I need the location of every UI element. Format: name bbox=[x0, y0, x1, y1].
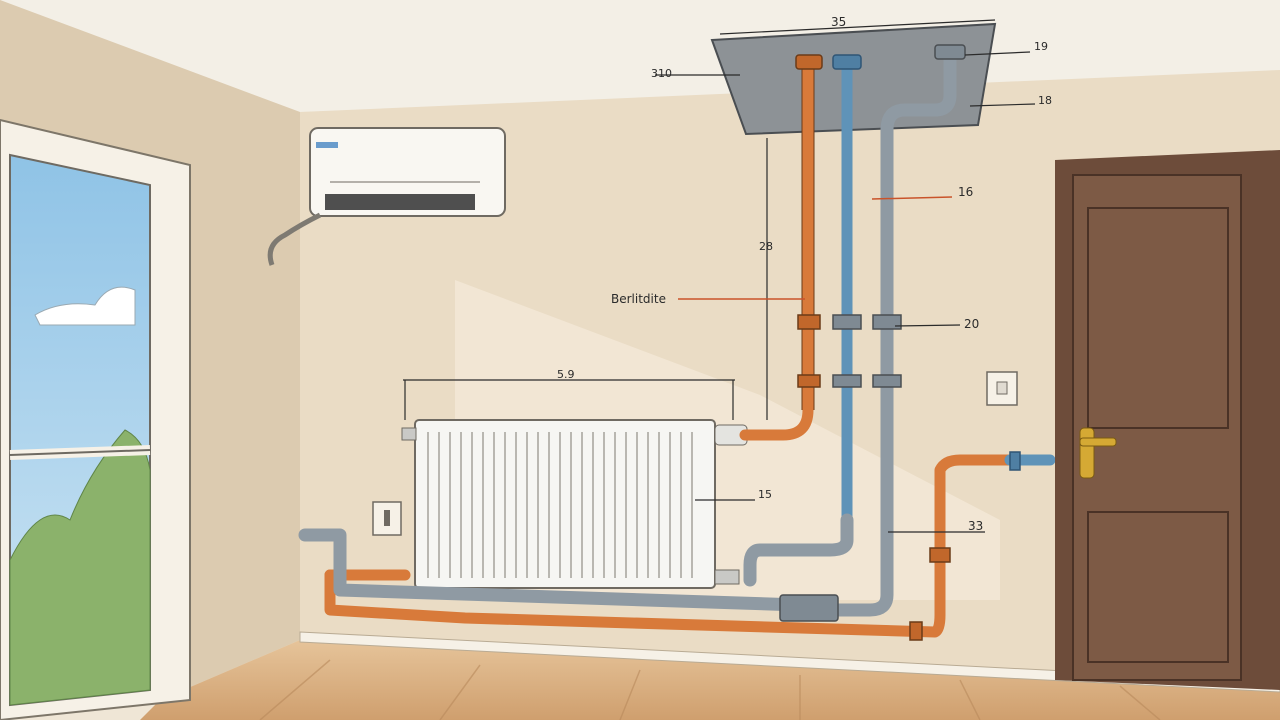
door-handle bbox=[1079, 427, 1117, 479]
callout-lines bbox=[678, 196, 953, 300]
copper-fittings bbox=[795, 54, 951, 641]
floor bbox=[140, 640, 1280, 720]
pipe-fittings bbox=[779, 44, 966, 622]
light-switch bbox=[986, 371, 1018, 406]
dimension-lines bbox=[403, 19, 1036, 533]
grey-pipes bbox=[298, 48, 957, 617]
blue-fittings bbox=[832, 54, 1021, 471]
floor-boards bbox=[259, 659, 1161, 720]
label-ceiling-right-bottom: 18 bbox=[1038, 94, 1052, 107]
label-radiator-height: 15 bbox=[758, 488, 772, 501]
window bbox=[0, 118, 191, 720]
label-blue-pipe: 16 bbox=[958, 185, 973, 199]
wall-socket bbox=[372, 501, 402, 536]
label-ceiling-right-top: 19 bbox=[1034, 40, 1048, 53]
air-conditioner bbox=[267, 127, 506, 266]
baseboard bbox=[299, 631, 1280, 693]
door bbox=[1055, 150, 1280, 690]
radiator bbox=[401, 419, 748, 589]
label-vertical-height: 28 bbox=[759, 240, 773, 253]
label-ceiling-left: 310 bbox=[651, 67, 672, 80]
label-feature: Berlitdite bbox=[611, 292, 666, 306]
label-ceiling-width: 35 bbox=[831, 15, 846, 29]
label-radiator-width: 5.9 bbox=[557, 368, 575, 381]
label-return-pipe: 33 bbox=[968, 519, 983, 533]
copper-pipe-outline bbox=[801, 65, 815, 410]
label-manifold: 20 bbox=[964, 317, 979, 331]
